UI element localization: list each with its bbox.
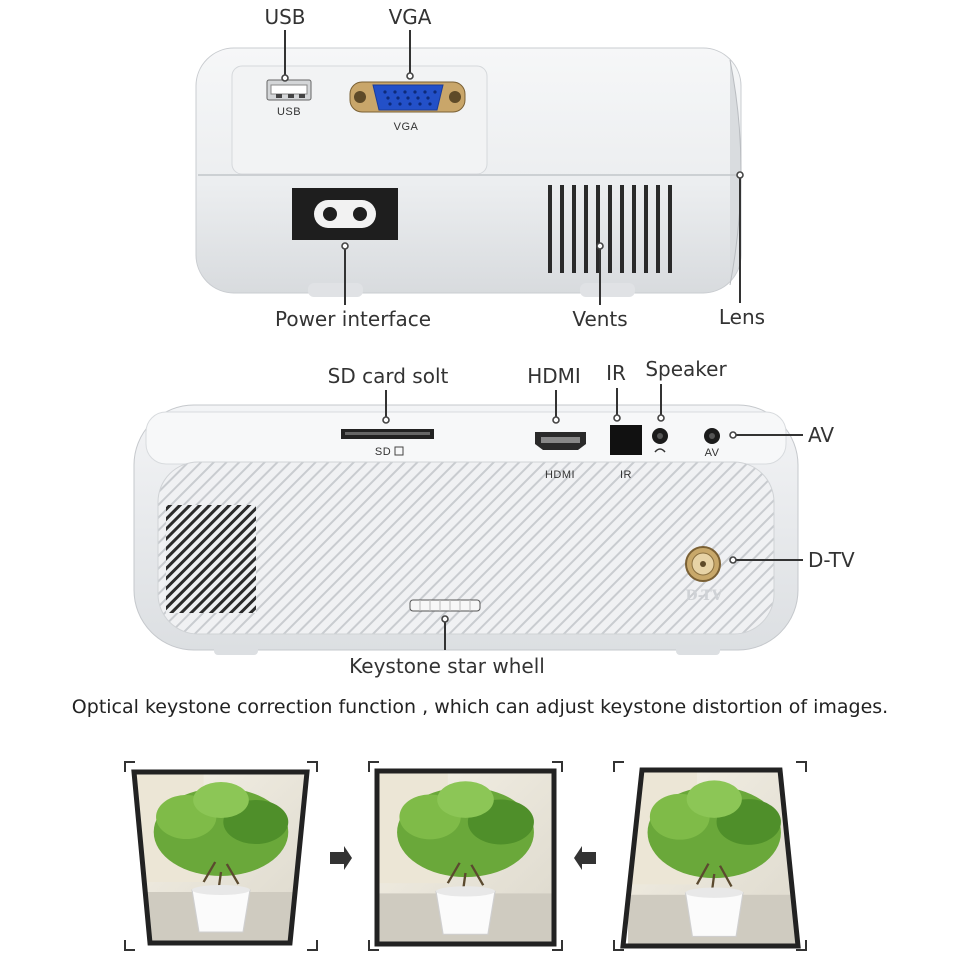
keystone-demo — [124, 761, 807, 951]
dtv-connector: D-TV — [685, 546, 724, 604]
hdmi-port: HDMI — [535, 432, 586, 481]
keystone-label: Keystone star whell — [349, 654, 545, 678]
callout-av: AV — [729, 423, 834, 447]
dtv-port-text: D-TV — [685, 588, 723, 604]
keystone-caption: Optical keystone correction function , w… — [72, 696, 888, 718]
ir-port-text: IR — [620, 469, 632, 481]
back-view: SD HDMI IR AV D-T — [133, 357, 855, 678]
keystone-frame-rectangle — [368, 761, 563, 951]
callout-ir: IR — [606, 361, 626, 422]
back-foot-right — [676, 645, 720, 655]
port-strip — [145, 411, 787, 465]
vent-area — [157, 461, 775, 635]
usb-port-text: USB — [277, 106, 301, 118]
keystone-frame-top-wide — [124, 761, 318, 951]
av-jack: AV — [704, 428, 720, 459]
av-port-text: AV — [705, 447, 720, 459]
callout-speaker: Speaker — [645, 357, 727, 422]
usb-label: USB — [264, 5, 305, 29]
usb-port: USB — [266, 79, 312, 118]
lens-label: Lens — [719, 305, 765, 329]
dtv-label: D-TV — [808, 548, 855, 572]
lens-edge — [729, 59, 742, 286]
av-label: AV — [808, 423, 834, 447]
back-foot-left — [214, 645, 258, 655]
keystone-wheel — [409, 599, 481, 612]
top-view: USB VGA — [195, 5, 765, 331]
callout-vents: Vents — [572, 242, 628, 331]
speaker-grille — [166, 505, 256, 613]
arrow-left-icon — [574, 846, 596, 870]
foot-left — [308, 283, 363, 297]
keystone-frame-left-narrow — [613, 761, 807, 951]
vga-port: VGA — [349, 81, 466, 133]
callout-lens: Lens — [719, 171, 765, 329]
sd-label: SD card solt — [328, 364, 449, 388]
callout-hdmi: HDMI — [527, 364, 581, 424]
callout-keystone: Keystone star whell — [349, 615, 545, 678]
vent-grille — [548, 185, 672, 273]
sd-port-text: SD — [375, 446, 391, 458]
sd-slot: SD — [341, 429, 434, 458]
callout-usb: USB — [264, 5, 306, 82]
callout-vga: VGA — [389, 5, 432, 80]
vga-label: VGA — [389, 5, 432, 29]
vga-port-text: VGA — [394, 121, 419, 133]
headphone-jack — [652, 428, 668, 453]
callout-power: Power interface — [275, 242, 431, 331]
hdmi-label: HDMI — [527, 364, 581, 388]
callout-sd: SD card solt — [328, 364, 449, 424]
power-label: Power interface — [275, 307, 431, 331]
ir-label: IR — [606, 361, 626, 385]
ir-receiver: IR — [610, 425, 642, 481]
power-socket — [292, 188, 398, 240]
vents-label: Vents — [572, 307, 627, 331]
foot-right — [580, 283, 635, 297]
arrow-right-icon — [330, 846, 352, 870]
hdmi-port-text: HDMI — [545, 469, 575, 481]
callout-dtv: D-TV — [729, 548, 855, 572]
speaker-label: Speaker — [645, 357, 727, 381]
